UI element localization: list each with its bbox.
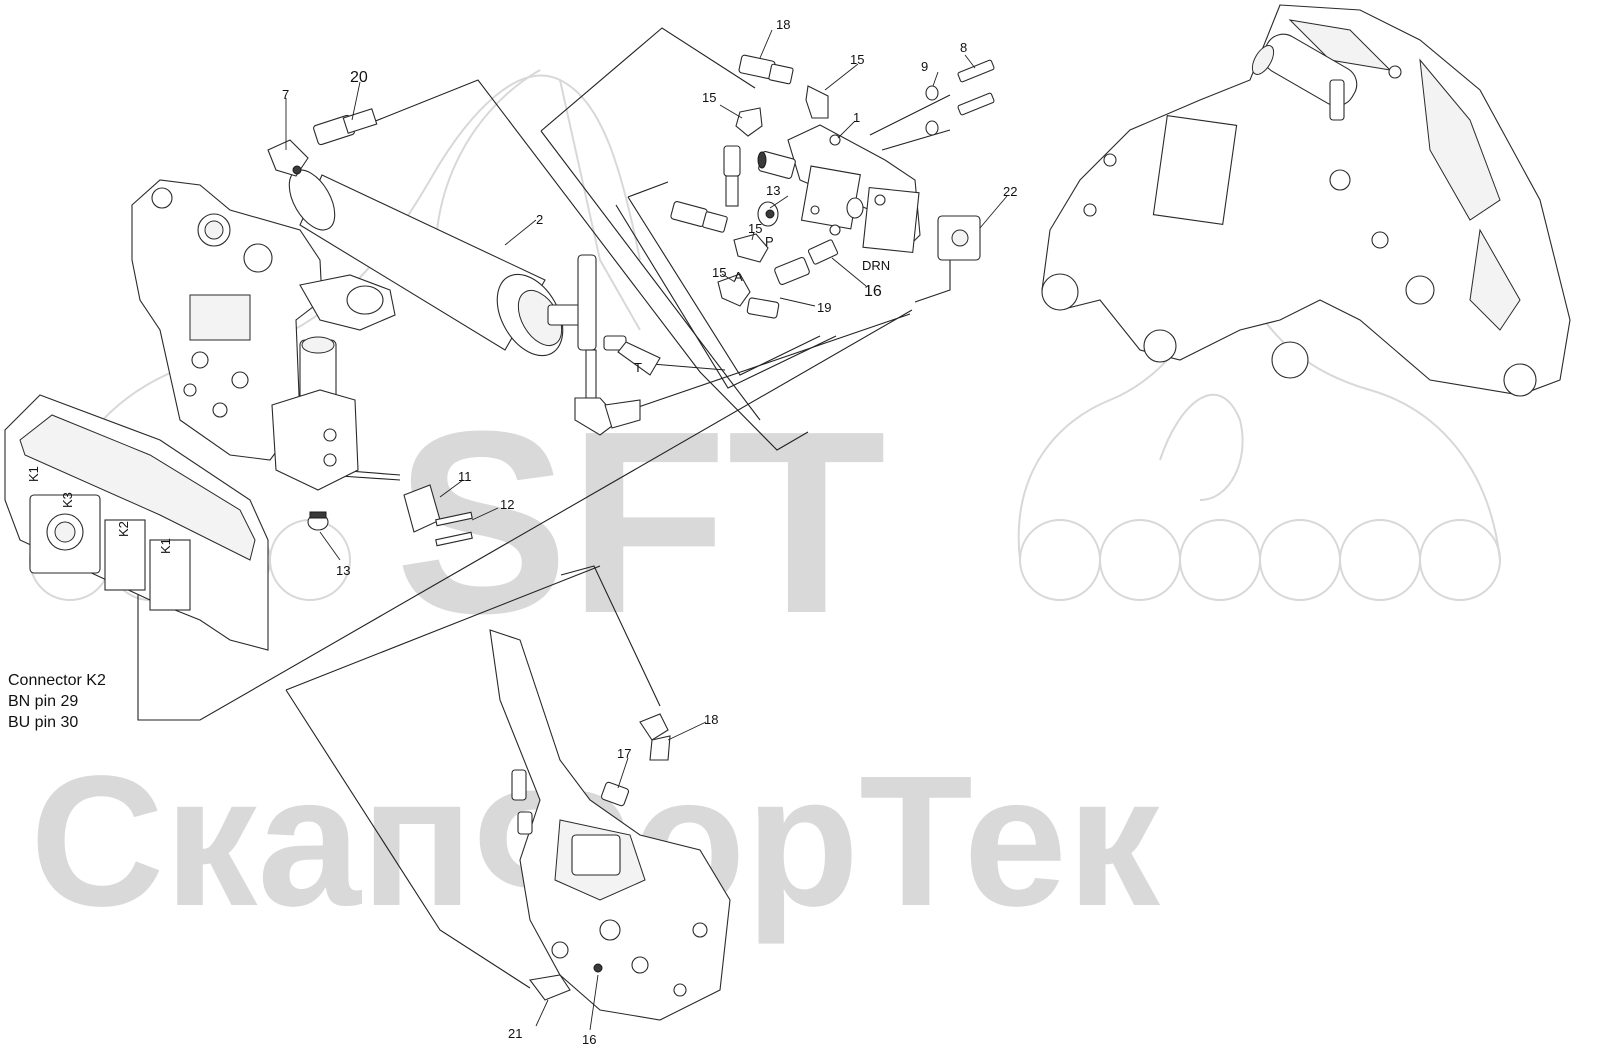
port-label-a: A: [734, 269, 743, 284]
callout-12: 12: [500, 497, 514, 512]
port-label-drn: DRN: [862, 258, 890, 273]
callout-21: 21: [508, 1026, 522, 1041]
fittings-right-group: [670, 54, 995, 319]
pump-assembly: [489, 629, 731, 1021]
callout-7: 7: [282, 87, 289, 102]
callout-13-plug: 13: [336, 563, 350, 578]
accumulator-cylinder: [288, 169, 661, 436]
callout-leaders: [285, 29, 1008, 1031]
main-valve-block: [131, 179, 396, 491]
callout-17: 17: [617, 746, 631, 761]
callout-18-bottom: 18: [704, 712, 718, 727]
ecu-control-module: K1 K3 K2 K1: [4, 394, 269, 651]
port-label-t: T: [634, 360, 642, 375]
callout-1: 1: [853, 110, 860, 125]
callout-11: 11: [458, 469, 472, 484]
callout-15-top: 15: [850, 52, 864, 67]
callout-13-valve: 13: [766, 183, 780, 198]
callout-15-left: 15: [702, 90, 716, 105]
connector-note-line3: BU pin 30: [8, 714, 79, 731]
callout-16-valve: 16: [864, 283, 882, 300]
hydraulic-routing-lines: [137, 27, 951, 989]
callout-2: 2: [536, 212, 543, 227]
fitting-7-and-hose-20: [267, 108, 378, 177]
ecu-label-k2: K2: [116, 521, 131, 537]
callout-18-top: 18: [776, 17, 790, 32]
connector-note-line1: Connector K2: [8, 672, 106, 689]
ecu-label-k1-side: K1: [158, 538, 173, 554]
callout-numbers: 18 15 1 15 9 8 7 20 2 22 13 15 P DRN 16 …: [282, 17, 1017, 1046]
tractor-frame-overview: [1041, 4, 1571, 397]
connector-note-line2: BN pin 29: [8, 693, 79, 710]
callout-20: 20: [350, 69, 368, 86]
callout-19: 19: [817, 300, 831, 315]
ecu-label-k1-top: K1: [26, 466, 41, 482]
port-label-p: P: [765, 234, 774, 249]
callout-8: 8: [960, 40, 967, 55]
ecu-label-k3: K3: [60, 492, 75, 508]
callout-16-pump: 16: [582, 1032, 596, 1046]
block-11-assembly: [307, 484, 473, 547]
callout-9: 9: [921, 59, 928, 74]
watermark-sft-text: SFT: [395, 378, 886, 668]
valve-block-window: [189, 294, 251, 341]
callout-15-p: 15: [748, 221, 762, 236]
valve-assembly-1: [757, 124, 921, 254]
callout-22: 22: [1003, 184, 1017, 199]
callout-15-a: 15: [712, 265, 726, 280]
